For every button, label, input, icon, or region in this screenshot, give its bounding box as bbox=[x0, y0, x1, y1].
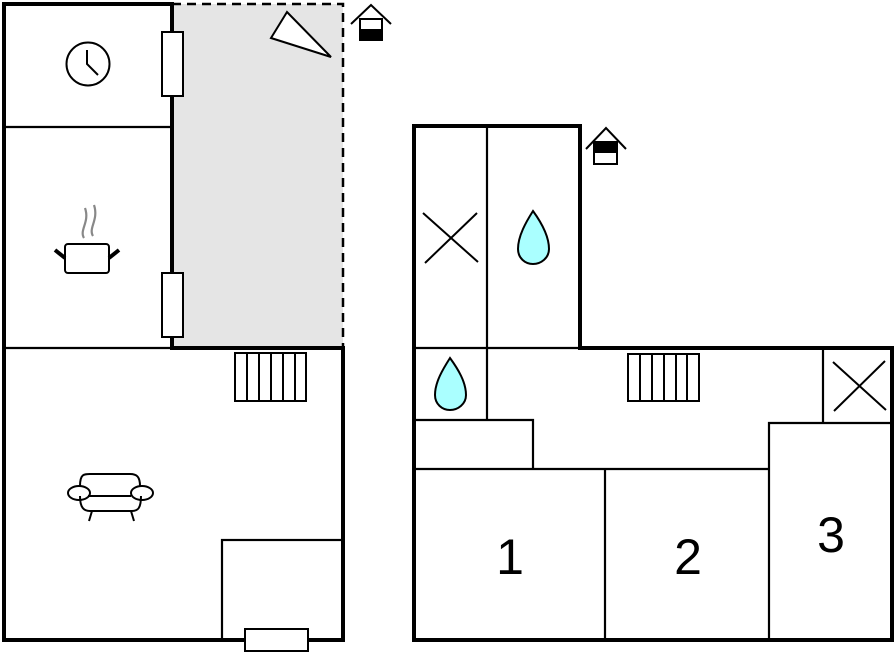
ground-floor bbox=[2, 2, 392, 652]
window bbox=[244, 628, 309, 652]
room-3-label: 3 bbox=[817, 507, 845, 563]
window bbox=[161, 31, 184, 97]
terrace-dashed-border bbox=[172, 2, 345, 348]
house-entrance-icon bbox=[585, 126, 627, 165]
house-entrance-icon bbox=[350, 3, 392, 41]
water-drop-icon bbox=[433, 356, 468, 412]
terrace-arrow-icon bbox=[269, 10, 332, 58]
room-1-label: 1 bbox=[496, 529, 524, 585]
inner-room bbox=[220, 538, 345, 642]
wall-divider bbox=[414, 418, 535, 469]
upper-floor: 1 2 3 bbox=[412, 124, 894, 642]
toilet-cross-icon bbox=[832, 360, 887, 412]
water-drop-icon bbox=[516, 209, 551, 266]
stairs-icon bbox=[627, 353, 700, 402]
clock-icon bbox=[65, 41, 111, 87]
stairs-icon bbox=[234, 352, 307, 402]
wall-divider bbox=[767, 421, 892, 640]
terrace bbox=[172, 4, 343, 348]
sofa-icon bbox=[67, 473, 154, 522]
room-2-label: 2 bbox=[674, 529, 702, 585]
outer-wall bbox=[412, 124, 894, 642]
cooking-pot-icon bbox=[53, 204, 121, 274]
window bbox=[161, 272, 184, 338]
toilet-cross-icon bbox=[422, 212, 479, 264]
